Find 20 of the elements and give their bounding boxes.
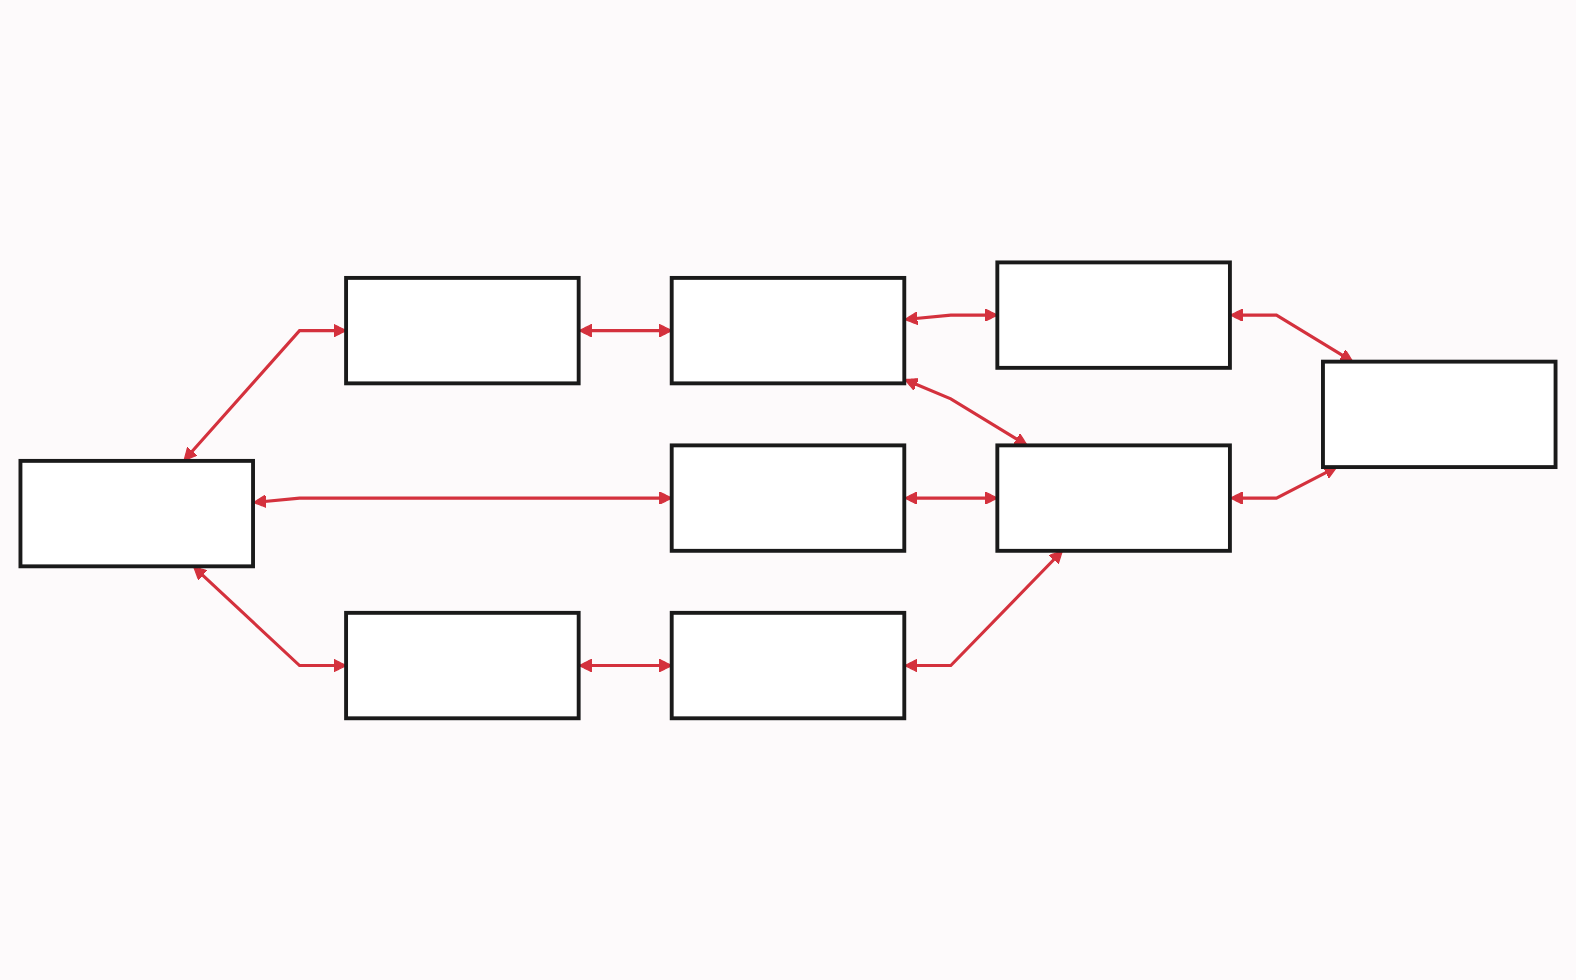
node-box <box>995 443 1232 553</box>
node-box <box>669 443 907 553</box>
arrow <box>253 490 673 508</box>
arrow <box>904 490 998 505</box>
node-box <box>1321 359 1558 469</box>
node-box <box>669 275 907 385</box>
node-box <box>344 610 581 720</box>
node-box <box>669 610 907 720</box>
arrow <box>183 323 347 461</box>
arrow <box>904 549 1063 673</box>
node-box <box>344 275 581 385</box>
arrow <box>1229 466 1338 505</box>
node-box <box>18 458 255 568</box>
arrow <box>578 658 673 673</box>
arrow <box>904 307 998 325</box>
arrow <box>578 323 673 338</box>
arrow <box>1229 307 1354 362</box>
node-box <box>995 260 1232 370</box>
arrow <box>904 377 1028 446</box>
arrow <box>193 565 347 673</box>
